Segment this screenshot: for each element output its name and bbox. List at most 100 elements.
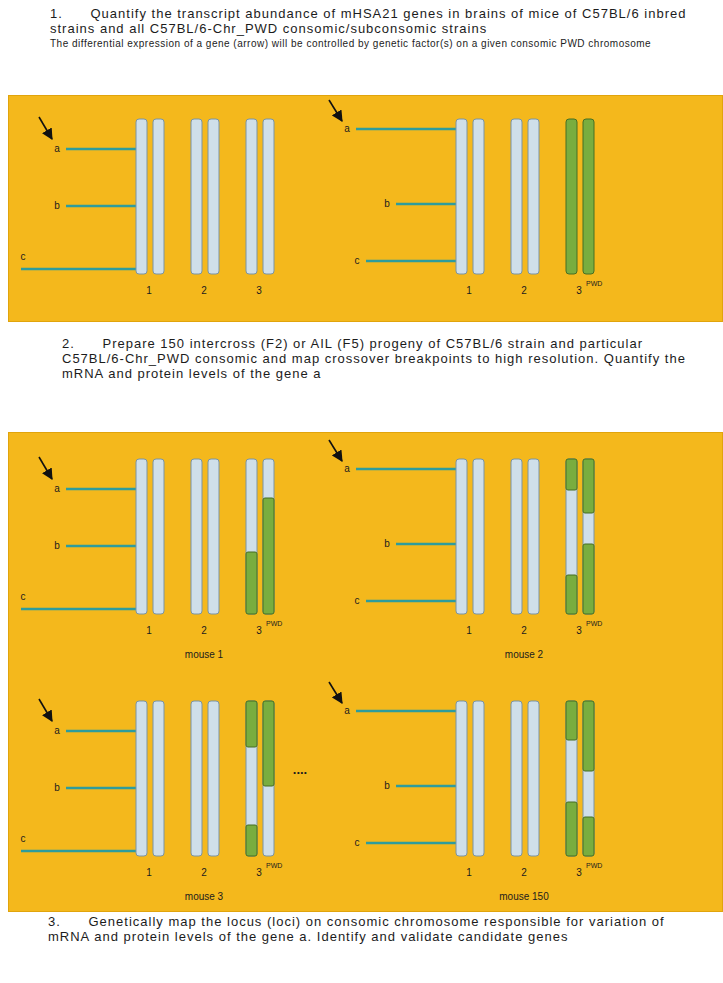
mouse-label: mouse 1 [185, 649, 223, 660]
pwd-chromosome [583, 119, 594, 274]
chromosome [528, 701, 539, 856]
chromosome [528, 459, 539, 614]
chromosome [208, 459, 219, 614]
gene-label: c [355, 595, 360, 606]
chromosome [511, 701, 522, 856]
gene-line [66, 730, 136, 733]
gene-label: b [54, 782, 60, 793]
step-text: 1. Quantify the transcript abundance of … [50, 6, 705, 36]
chromosome [456, 119, 467, 274]
chromosome [246, 701, 257, 856]
chromosome [136, 701, 147, 856]
chromosome [246, 459, 257, 614]
mouse-3-set [21, 699, 274, 856]
chromosome-illustration [9, 96, 723, 323]
chromosome-illustration [9, 433, 723, 913]
chromosome [263, 119, 274, 274]
chromosome [473, 119, 484, 274]
pwd-segment [566, 459, 577, 490]
gene-label: a [54, 143, 60, 154]
chromosome [191, 701, 202, 856]
chromosome [456, 459, 467, 614]
chromosome [473, 701, 484, 856]
gene-label: a [54, 483, 60, 494]
chromosome-number: 2 [521, 285, 527, 296]
chromosome [511, 119, 522, 274]
pwd-segment [566, 802, 577, 856]
pwd-chromosome [566, 119, 577, 274]
chromosome-number: 1 [146, 285, 152, 296]
chromosome [136, 459, 147, 614]
pointer-arrow [39, 117, 52, 139]
chromosome [528, 119, 539, 274]
chromosome [153, 701, 164, 856]
chromosome [208, 119, 219, 274]
pointer-arrow [39, 457, 52, 479]
pwd-segment [566, 575, 577, 614]
gene-label: a [344, 705, 350, 716]
chromosome-number: 3 [256, 625, 262, 636]
strain-superscript: PWD [266, 620, 282, 628]
gene-line [366, 842, 456, 845]
pwd-segment [583, 817, 594, 856]
chromosome [263, 701, 274, 856]
pointer-arrow [329, 440, 342, 461]
gene-label: c [21, 251, 26, 262]
ellipsis: .... [293, 763, 307, 777]
gene-line [356, 468, 456, 471]
gene-line [21, 850, 136, 853]
chromosome [583, 459, 594, 614]
chromosome-number: 2 [521, 625, 527, 636]
gene-line [21, 608, 136, 611]
note-text: The differential expression of a gene (a… [50, 38, 700, 50]
mouse-label: mouse 2 [505, 649, 543, 660]
gene-line [21, 268, 136, 271]
step-text: 2. Prepare 150 intercross (F2) or AIL (F… [62, 336, 702, 381]
chromosome-number: 2 [521, 867, 527, 878]
gene-label: c [21, 591, 26, 602]
chromosome-number: 1 [146, 625, 152, 636]
gene-line [66, 488, 136, 491]
mouse-1-set [21, 457, 274, 614]
pwd-segment [583, 459, 594, 513]
chromosome [136, 119, 147, 274]
gene-label: b [384, 538, 390, 549]
strain-superscript: PWD [586, 280, 602, 288]
strain-superscript: PWD [586, 862, 602, 870]
left-set [21, 117, 274, 274]
gene-line [66, 787, 136, 790]
panel: abc123abc123PWD [8, 95, 723, 322]
strain-superscript: PWD [266, 862, 282, 870]
chromosome-number: 1 [466, 867, 472, 878]
chromosome [191, 119, 202, 274]
chromosome-number: 2 [201, 867, 207, 878]
pointer-arrow [329, 100, 342, 121]
gene-line [356, 710, 456, 713]
chromosome-number: 3 [576, 625, 582, 636]
chromosome-number: 2 [201, 285, 207, 296]
gene-label: c [21, 833, 26, 844]
gene-label: b [54, 200, 60, 211]
gene-line [356, 128, 456, 131]
gene-line [66, 205, 136, 208]
chromosome [263, 459, 274, 614]
gene-label: c [355, 255, 360, 266]
gene-line [396, 543, 456, 546]
chromosome [473, 459, 484, 614]
mouse-2-set [329, 440, 594, 614]
chromosome [153, 119, 164, 274]
pwd-segment [263, 701, 274, 786]
chromosome-number: 3 [576, 285, 582, 296]
chromosome [456, 701, 467, 856]
step-text: 3. Genetically map the locus (loci) on c… [48, 914, 708, 944]
chromosome-number: 3 [576, 867, 582, 878]
chromosome [566, 459, 577, 614]
chromosome [191, 459, 202, 614]
gene-line [366, 260, 456, 263]
chromosome-number: 3 [256, 867, 262, 878]
pwd-segment [246, 552, 257, 614]
chromosome [153, 459, 164, 614]
gene-line [366, 600, 456, 603]
pwd-segment [246, 825, 257, 856]
chromosome-number: 2 [201, 625, 207, 636]
